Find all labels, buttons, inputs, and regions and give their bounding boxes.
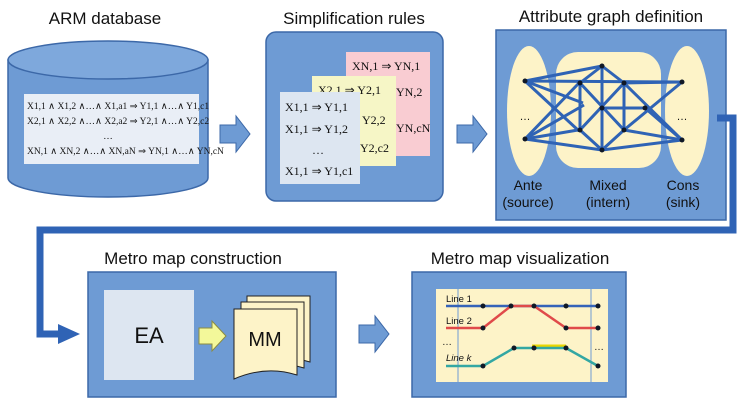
ante-dots: …: [520, 111, 531, 123]
yellow-rule-n: Y2,c2: [360, 141, 389, 155]
block-arrow-2: [456, 114, 488, 154]
cons-label: Cons: [667, 177, 700, 193]
cons-dots: …: [677, 111, 688, 123]
rule-card-blue: [280, 92, 360, 184]
metro-dots-left: …: [442, 337, 452, 348]
metro-visualization-panel: Line 1 Line 2 … … Line k: [411, 271, 627, 398]
block-arrow-3: [358, 314, 390, 354]
metro-line-1-label: Line 1: [446, 294, 472, 305]
metro-line-2-label: Line 2: [446, 316, 472, 327]
blue-rule-dots: …: [312, 143, 324, 157]
ante-sub: (source): [502, 194, 553, 210]
simplification-panel: XN,1 ⇒ YN,1 YN,2 YN,cN X2,1 ⇒ Y2,1 Y2,2 …: [265, 31, 444, 202]
attribute-graph-panel: … … Ante (source) Mixed (intern) Cons (s…: [495, 29, 727, 221]
arm-rule-2: X2,1 ∧ X2,2 ∧…∧ X2,a2 ⇒ Y2,1 ∧…∧ Y2,c2: [27, 117, 209, 127]
graph-edges: [523, 64, 684, 152]
mm-label: MM: [248, 329, 281, 351]
ea-to-mm-arrow: [198, 319, 227, 353]
pink-rule-2: YN,2: [396, 85, 422, 99]
title-simplification-rules: Simplification rules: [283, 9, 425, 28]
mixed-sub: (intern): [586, 194, 630, 210]
block-arrow-1: [219, 114, 251, 154]
arm-rule-1: X1,1 ∧ X1,2 ∧…∧ X1,a1 ⇒ Y1,1 ∧…∧ Y1,c1: [27, 102, 209, 112]
cons-group: [665, 46, 709, 176]
mixed-label: Mixed: [589, 177, 626, 193]
arm-rule-n: XN,1 ∧ XN,2 ∧…∧ XN,aN ⇒ YN,1 ∧…∧ YN,cN: [27, 147, 224, 157]
title-attribute-graph: Attribute graph definition: [519, 7, 703, 26]
yellow-rule-2: Y2,2: [362, 113, 386, 127]
ea-box: [104, 290, 194, 380]
cons-sub: (sink): [666, 194, 700, 210]
pink-rule-1: XN,1 ⇒ YN,1: [352, 59, 420, 73]
metro-dots-right: …: [594, 342, 604, 353]
blue-rule-1: X1,1 ⇒ Y1,1: [285, 100, 348, 114]
blue-rule-2: X1,1 ⇒ Y1,2: [285, 122, 348, 136]
metro-line-2: [446, 304, 598, 330]
metro-construction-panel: EA MM: [87, 271, 337, 398]
arm-database-cylinder: X1,1 ∧ X1,2 ∧…∧ X1,a1 ⇒ Y1,1 ∧…∧ Y1,c1 X…: [7, 40, 224, 198]
title-metro-construction: Metro map construction: [104, 249, 282, 268]
graph-nodes: [522, 63, 685, 153]
blue-rule-n: X1,1 ⇒ Y1,c1: [285, 164, 353, 178]
rules-card: [24, 94, 199, 164]
pipeline-connector: [36, 114, 737, 344]
ante-label: Ante: [514, 177, 543, 193]
title-metro-visualization: Metro map visualization: [431, 249, 610, 268]
metro-line-k: [446, 346, 599, 368]
pink-rule-n: YN,cN: [396, 121, 431, 135]
metro-stations: [480, 303, 601, 369]
arm-rule-dots: …: [103, 132, 113, 142]
metro-line-k-label: Line k: [446, 353, 473, 364]
mm-doc-front: [233, 308, 298, 380]
title-arm-database: ARM database: [49, 9, 161, 28]
ea-label: EA: [134, 323, 164, 348]
